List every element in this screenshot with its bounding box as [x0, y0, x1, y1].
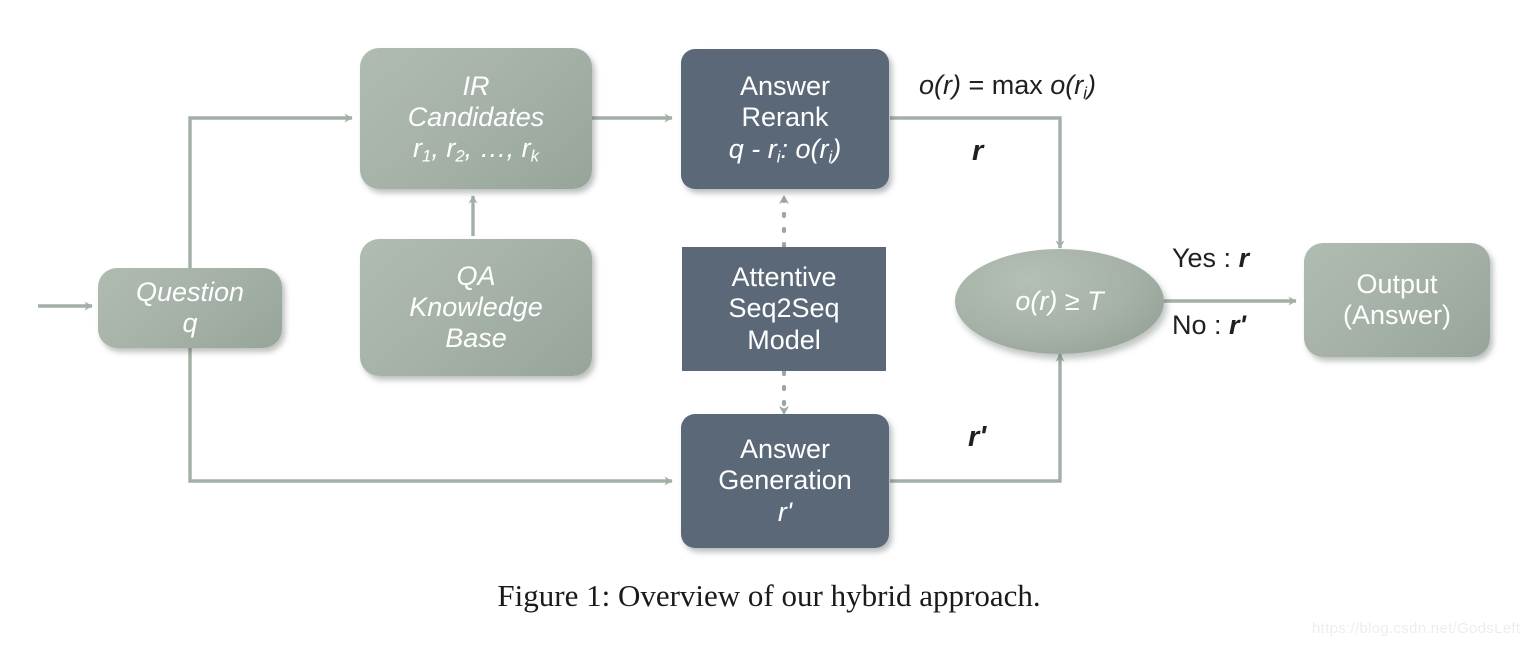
- node-decision-formula: o(r) ≥ T: [1015, 285, 1104, 316]
- node-output-line-1: Output: [1356, 268, 1438, 299]
- label-no-branch: No : r': [1172, 310, 1246, 340]
- node-rerank-line-2: Rerank: [741, 102, 829, 133]
- node-output[interactable]: Output (Answer): [1304, 243, 1490, 357]
- node-generation-line-1: Answer: [739, 434, 831, 465]
- node-question-line-2: q: [182, 308, 198, 338]
- node-question-line-1: Question: [135, 276, 245, 307]
- node-ir-candidates-line-1: IR: [462, 70, 490, 101]
- node-question[interactable]: Question q: [98, 268, 282, 348]
- label-generation-output-r-prime: r': [968, 421, 987, 453]
- node-attentive-seq2seq-model[interactable]: Attentive Seq2Seq Model: [682, 247, 886, 371]
- node-answer-generation[interactable]: Answer Generation r': [681, 414, 889, 548]
- label-yes-branch: Yes : r: [1172, 243, 1250, 273]
- node-generation-formula: r': [777, 496, 793, 527]
- node-threshold-decision[interactable]: o(r) ≥ T: [955, 249, 1164, 354]
- watermark: https://blog.csdn.net/GodsLeft: [1312, 620, 1521, 637]
- node-seq2seq-line-2: Seq2Seq: [728, 293, 840, 324]
- node-generation-line-2: Generation: [718, 465, 852, 496]
- node-answer-rerank[interactable]: Answer Rerank q - ri: o(ri): [681, 49, 889, 189]
- node-rerank-formula: q - ri: o(ri): [728, 133, 842, 167]
- edge-generation-to-decision: [890, 353, 1065, 483]
- node-ir-candidates-formula: r1, r2, …, rk: [413, 133, 539, 166]
- node-kb-line-3: Base: [445, 323, 507, 354]
- node-kb-line-2: Knowledge: [409, 291, 543, 322]
- node-qa-knowledge-base[interactable]: QA Knowledge Base: [360, 239, 592, 376]
- node-seq2seq-line-3: Model: [747, 324, 821, 355]
- node-ir-candidates-line-2: Candidates: [407, 101, 545, 132]
- node-seq2seq-line-1: Attentive: [731, 262, 837, 293]
- node-ir-candidates[interactable]: IR Candidates r1, r2, …, rk: [360, 48, 592, 189]
- edge-question-to-ir: [188, 113, 353, 268]
- label-max-formula: o(r) = max o(ri): [919, 70, 1096, 103]
- node-output-line-2: (Answer): [1342, 300, 1451, 330]
- node-kb-line-1: QA: [456, 260, 496, 291]
- figure-caption: Figure 1: Overview of our hybrid approac…: [497, 578, 1041, 613]
- node-rerank-line-1: Answer: [739, 71, 831, 102]
- label-rerank-output-r: r: [972, 135, 984, 167]
